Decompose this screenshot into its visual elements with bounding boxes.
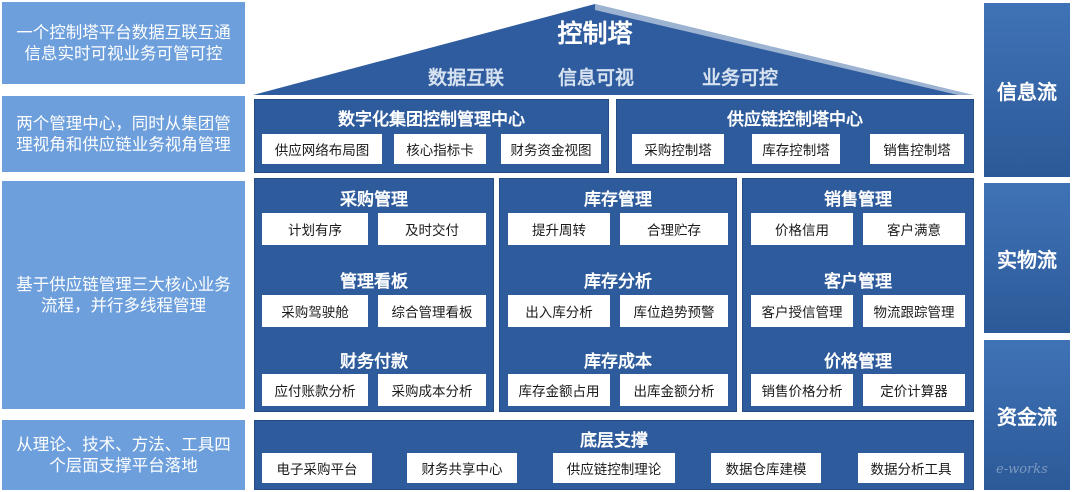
section-title: 客户管理 (824, 272, 892, 292)
description-text: 一个控制塔平台数据互联互通信息实时可视业务可管可控 (16, 23, 231, 63)
watermark-logo: e-works (996, 462, 1048, 477)
description-processes: 基于供应链管理三大核心业务流程，并行多线程管理 (2, 181, 245, 409)
roof-title: 控制塔 (557, 19, 633, 48)
section-title: 销售管理 (824, 190, 892, 210)
foundation-item: 电子采购平台 (262, 453, 372, 483)
foundation-item: 供应链控制理论 (553, 453, 675, 483)
roof-subtitle-data: 数据互联 (427, 67, 504, 89)
flow-information: 信息流 (984, 3, 1070, 177)
foundation-item: 数据仓库建模 (711, 453, 821, 483)
foundation-item: 数据分析工具 (858, 453, 964, 483)
flow-capital: 资金流 (984, 340, 1070, 490)
section-title: 价格管理 (824, 352, 892, 372)
column-inventory: 库存管理 提升周转 合理贮存 库存分析 出入库分析 库位趋势预警 库存成本 库存… (499, 178, 737, 412)
roof-highlight (595, 4, 973, 95)
center-item: 采购控制塔 (632, 134, 724, 164)
column-purchasing: 采购管理 计划有序 及时交付 管理看板 采购驾驶舱 综合管理看板 财务付款 应付… (254, 178, 494, 412)
center-item: 销售控制塔 (870, 134, 964, 164)
section-item: 销售价格分析 (751, 374, 853, 406)
section-item: 价格信用 (751, 213, 853, 245)
section-item: 物流跟踪管理 (863, 295, 965, 327)
section-item: 库位趋势预警 (620, 295, 728, 327)
center-item: 财务资金视图 (501, 134, 601, 164)
center-item: 库存控制塔 (752, 134, 840, 164)
roof (253, 4, 973, 95)
description-centers: 两个管理中心，同时从集团管理视角和供应链业务视角管理 (2, 96, 245, 172)
center-item: 供应网络布局图 (262, 134, 382, 164)
section-item: 客户授信管理 (751, 295, 853, 327)
section-item: 采购成本分析 (378, 374, 486, 406)
section-item: 应付账款分析 (262, 374, 368, 406)
section-item: 提升周转 (508, 213, 610, 245)
section-item: 定价计算器 (863, 374, 965, 406)
section-item: 及时交付 (378, 213, 486, 245)
column-sales: 销售管理 价格信用 客户满意 客户管理 客户授信管理 物流跟踪管理 价格管理 销… (742, 178, 974, 412)
description-text: 基于供应链管理三大核心业务流程，并行多线程管理 (16, 275, 231, 315)
section-item: 综合管理看板 (378, 295, 486, 327)
section-item: 出库金额分析 (620, 374, 728, 406)
center-supply-chain-tower: 供应链控制塔中心 采购控制塔 库存控制塔 销售控制塔 (616, 99, 974, 173)
section-item: 出入库分析 (508, 295, 610, 327)
description-foundation: 从理论、技术、方法、工具四个层面支撑平台落地 (2, 420, 245, 490)
roof-subtitle-business: 业务可控 (701, 67, 778, 89)
section-item: 客户满意 (863, 213, 965, 245)
roof-shape (253, 4, 973, 95)
center-item: 核心指标卡 (394, 134, 486, 164)
section-title: 管理看板 (340, 272, 408, 292)
foundation-panel: 底层支撑 电子采购平台 财务共享中心 供应链控制理论 数据仓库建模 数据分析工具 (254, 420, 974, 490)
section-title: 库存成本 (584, 352, 652, 372)
section-title: 采购管理 (340, 190, 408, 210)
foundation-title: 底层支撑 (580, 431, 648, 451)
section-title: 财务付款 (340, 352, 408, 372)
roof-subtitle-info: 信息可视 (557, 67, 634, 89)
description-platform: 一个控制塔平台数据互联互通信息实时可视业务可管可控 (2, 2, 245, 84)
section-item: 库存金额占用 (508, 374, 610, 406)
description-text: 两个管理中心，同时从集团管理视角和供应链业务视角管理 (16, 114, 231, 154)
foundation-item: 财务共享中心 (407, 453, 517, 483)
section-title: 库存管理 (584, 190, 652, 210)
center-title: 数字化集团控制管理中心 (338, 110, 525, 130)
description-text: 从理论、技术、方法、工具四个层面支撑平台落地 (16, 435, 231, 475)
section-title: 库存分析 (584, 272, 652, 292)
center-title: 供应链控制塔中心 (727, 110, 863, 130)
flow-physical: 实物流 (984, 183, 1070, 333)
section-item: 计划有序 (262, 213, 368, 245)
section-item: 合理贮存 (620, 213, 728, 245)
center-group-control: 数字化集团控制管理中心 供应网络布局图 核心指标卡 财务资金视图 (254, 99, 609, 173)
section-item: 采购驾驶舱 (262, 295, 368, 327)
